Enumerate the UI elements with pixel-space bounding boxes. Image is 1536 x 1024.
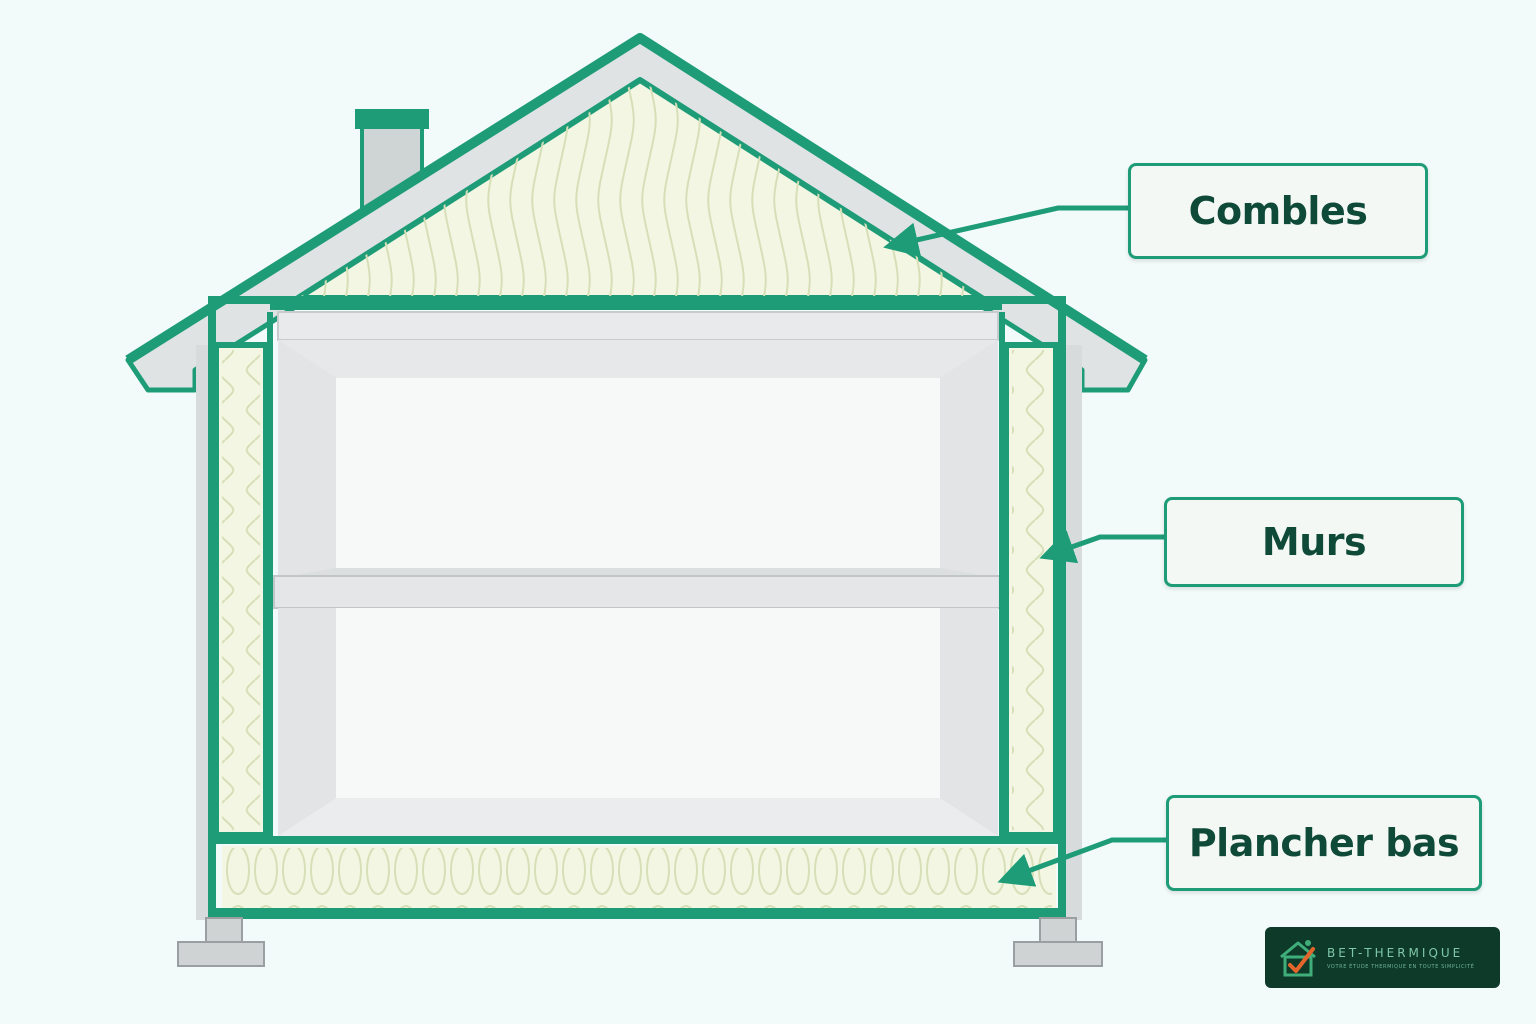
label-plancher-bas: Plancher bas <box>1166 795 1482 891</box>
foundation-left <box>177 917 265 967</box>
bet-thermique-logo: BET-THERMIQUE VOTRE ÉTUDE THERMIQUE EN T… <box>1265 927 1500 988</box>
label-murs: Murs <box>1164 497 1464 587</box>
foundation-right <box>1013 917 1103 967</box>
interior-upper-room <box>277 311 999 578</box>
interior-lower-room <box>278 608 998 836</box>
house-check-icon <box>1280 939 1316 976</box>
intermediate-floor <box>273 575 1003 609</box>
exterior-wall-right <box>1062 345 1082 920</box>
arrow-plancher-bas <box>997 837 1166 887</box>
arrow-combles <box>883 205 1128 257</box>
label-plancher-bas-text: Plancher bas <box>1188 821 1460 865</box>
label-combles: Combles <box>1128 163 1428 259</box>
wall-insulation-left <box>213 342 269 838</box>
label-combles-text: Combles <box>1188 189 1368 233</box>
floor-insulation <box>216 846 1060 916</box>
arrow-murs <box>1039 530 1164 564</box>
label-murs-text: Murs <box>1261 520 1367 564</box>
wall-insulation-right <box>1003 342 1059 838</box>
logo-tagline: VOTRE ÉTUDE THERMIQUE EN TOUTE SIMPLICIT… <box>1327 963 1475 970</box>
logo-brand: BET-THERMIQUE <box>1327 945 1464 960</box>
